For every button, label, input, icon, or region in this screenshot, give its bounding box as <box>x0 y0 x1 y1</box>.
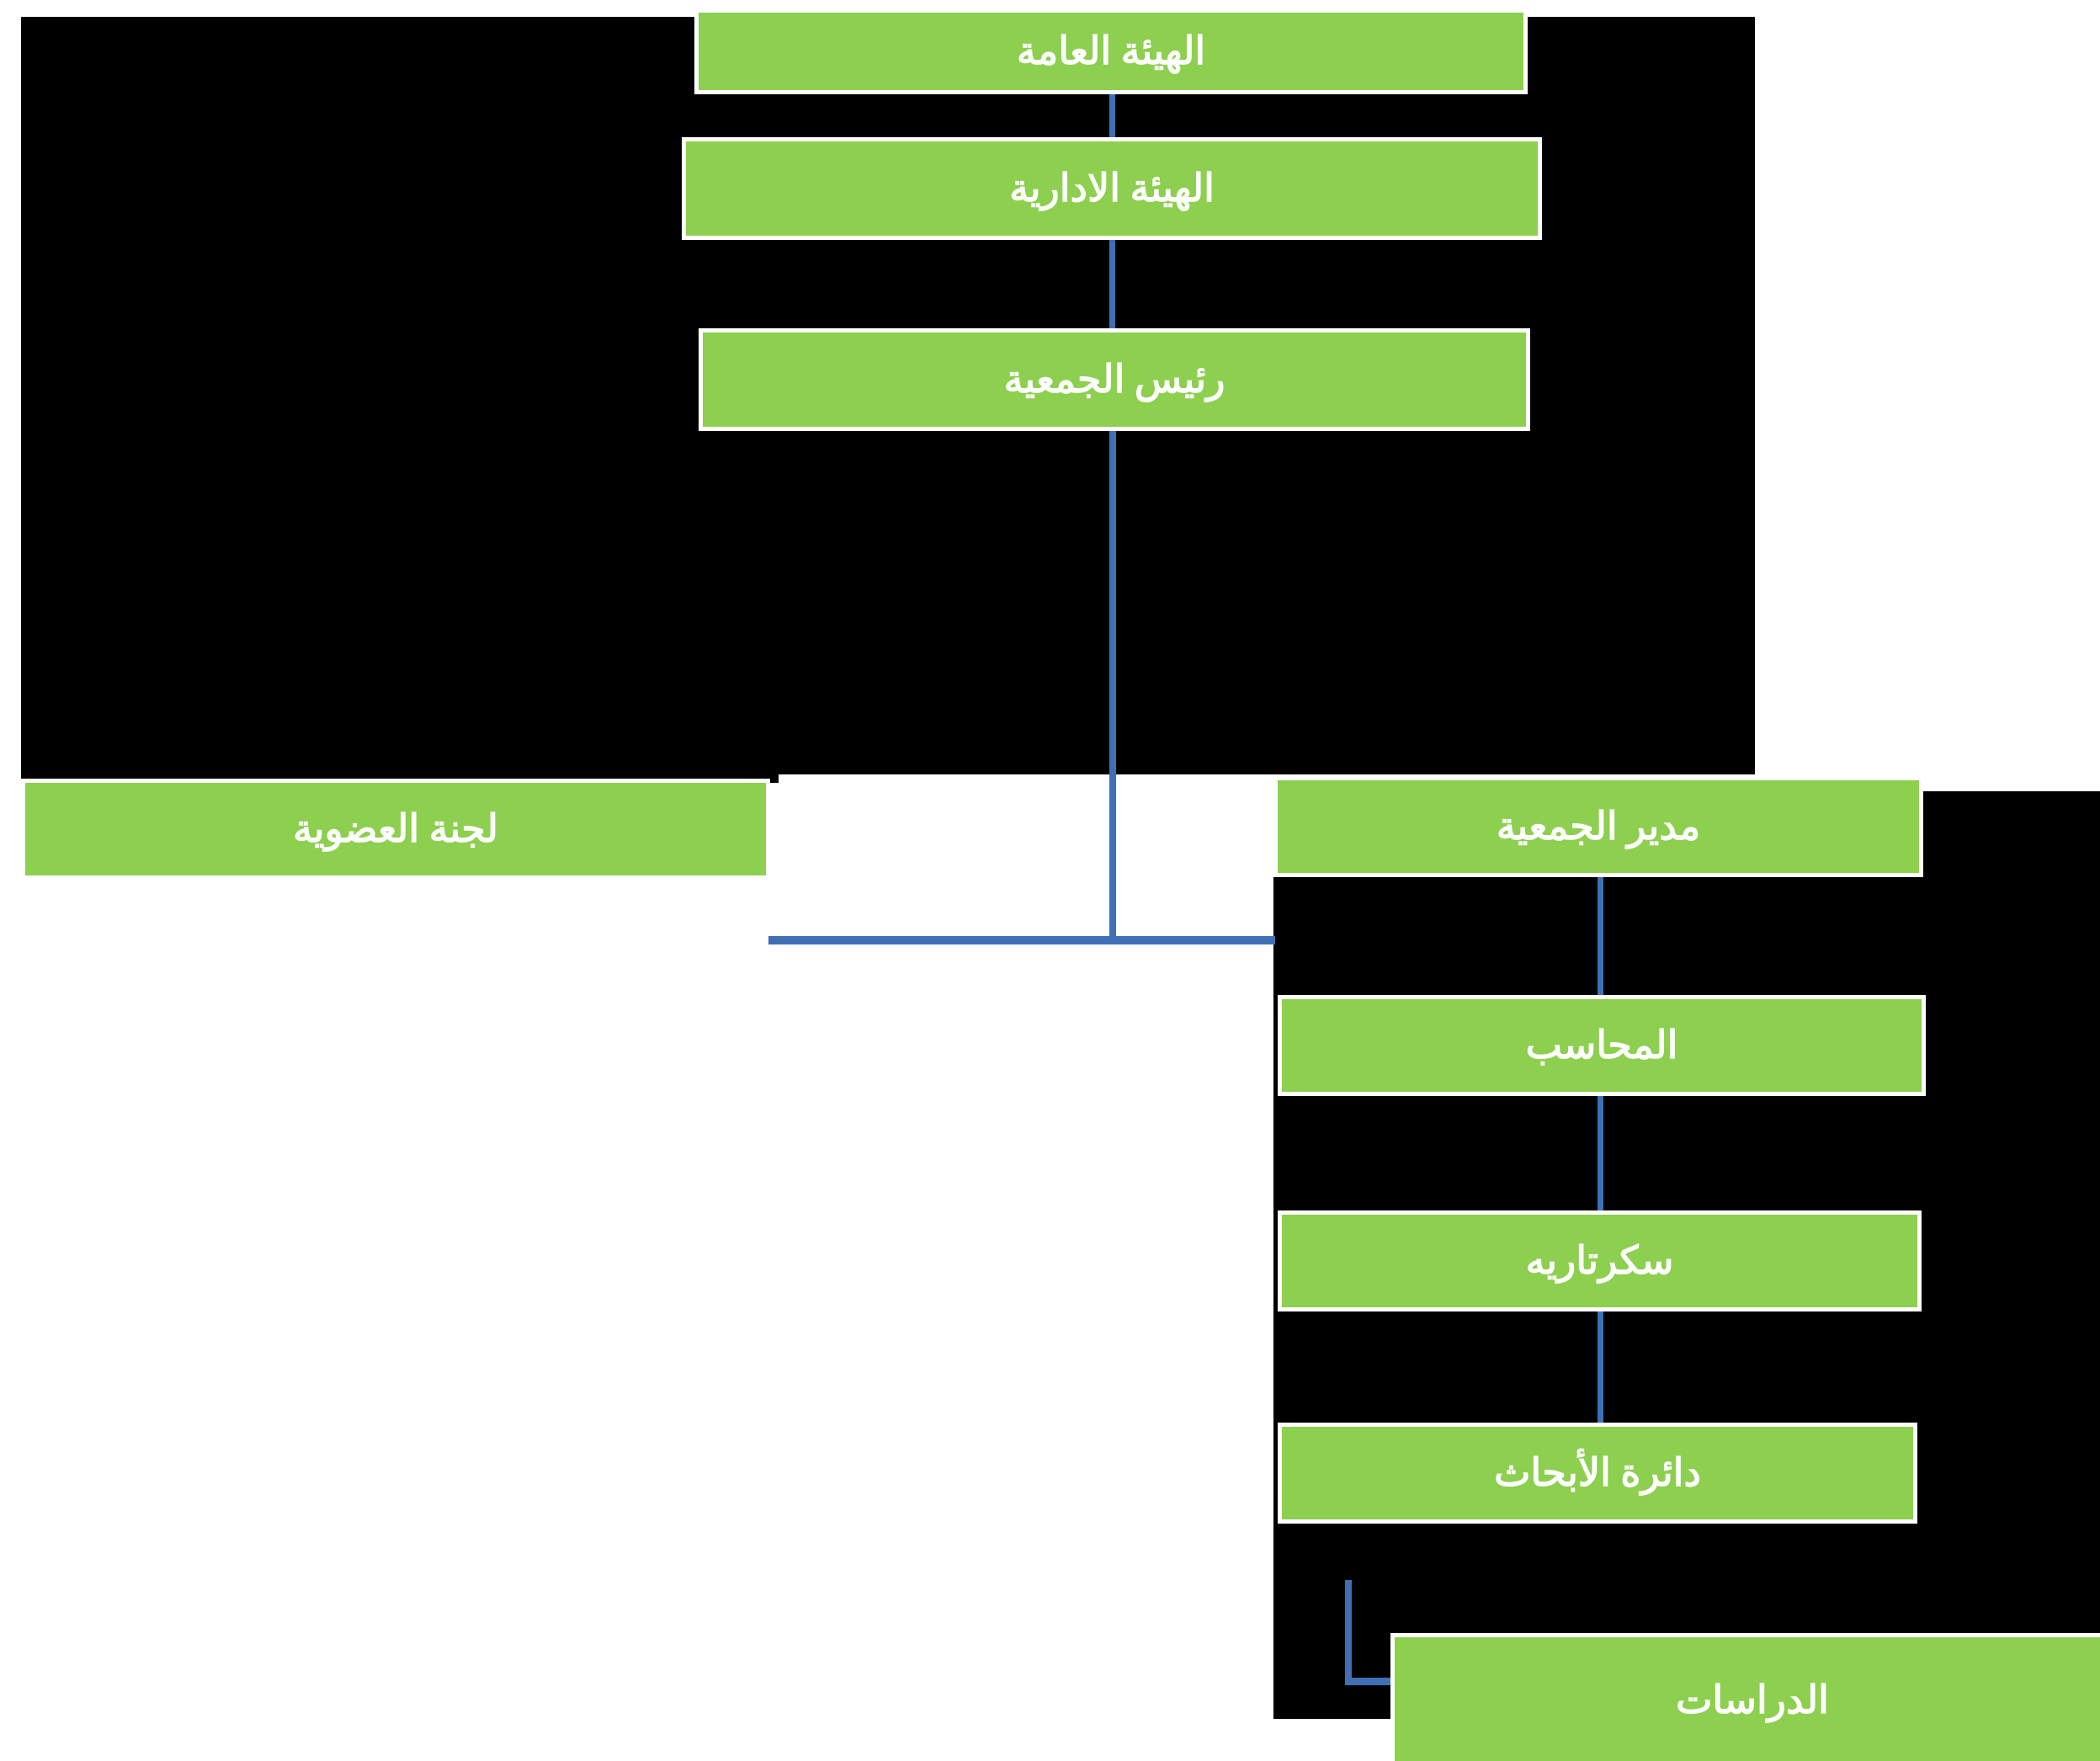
connector-manager-to-accountant <box>1598 875 1603 998</box>
connector-secretariat-to-research <box>1598 1310 1603 1424</box>
connector-assembly-to-board <box>1109 93 1115 140</box>
node-label-accountant: المحاسب <box>1525 1023 1678 1067</box>
node-association-manager[interactable]: مدير الجمعية <box>1273 776 1923 877</box>
connector-research-to-studies-vertical <box>1345 1580 1352 1684</box>
node-accountant[interactable]: المحاسب <box>1278 995 1926 1096</box>
node-membership-committee[interactable]: لجنة العضوية <box>21 779 770 880</box>
slide-background-studies-strip <box>1919 934 2100 1633</box>
node-label-general-assembly: الهيئة العامة <box>1016 29 1206 72</box>
node-label-administrative-board: الهيئة الادارية <box>1009 166 1215 210</box>
node-administrative-board[interactable]: الهيئة الادارية <box>682 137 1542 240</box>
node-association-president[interactable]: رئيس الجمعية <box>699 328 1530 431</box>
node-studies[interactable]: الدراسات <box>1390 1633 2100 1761</box>
node-label-studies: الدراسات <box>1676 1678 1829 1721</box>
node-label-association-president: رئيس الجمعية <box>1003 357 1225 401</box>
node-label-secretariat: سكرتاريه <box>1525 1238 1674 1282</box>
node-general-assembly[interactable]: الهيئة العامة <box>694 8 1528 94</box>
node-label-research-department: دائرة الأبحاث <box>1494 1450 1701 1494</box>
node-secretariat[interactable]: سكرتاريه <box>1278 1210 1922 1311</box>
node-research-department[interactable]: دائرة الأبحاث <box>1278 1423 1917 1524</box>
node-label-membership-committee: لجنة العضوية <box>293 806 498 850</box>
node-label-association-manager: مدير الجمعية <box>1496 804 1701 848</box>
connector-president-trunk <box>1109 429 1116 941</box>
slide-background-upper-left-notch <box>46 202 1536 774</box>
connector-research-to-studies-horizontal <box>1345 1678 1394 1685</box>
connector-board-to-president <box>1109 238 1115 331</box>
connector-president-split-bar <box>768 936 1275 944</box>
connector-accountant-to-secretariat <box>1598 1094 1603 1212</box>
